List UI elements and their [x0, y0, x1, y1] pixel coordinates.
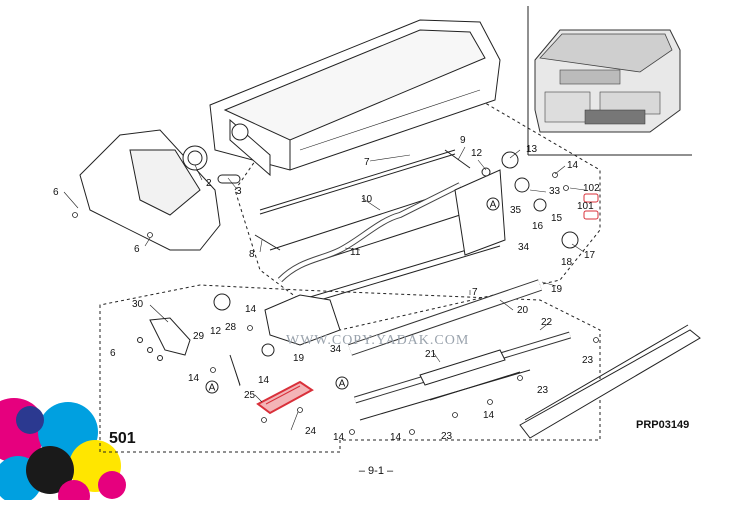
callout-9: 9 [460, 135, 466, 146]
rollers-and-shafts [254, 149, 572, 421]
callout-7: 7 [364, 157, 370, 168]
callout-35: 35 [510, 205, 522, 216]
callout-19: 19 [551, 284, 563, 295]
badge-a-3 [335, 376, 349, 390]
reference-badges: A A A [205, 197, 500, 394]
callout-16: 16 [532, 221, 544, 232]
callout-18: 18 [561, 257, 573, 268]
callout-23: 23 [441, 431, 453, 442]
callout-14: 14 [390, 432, 402, 443]
badge-a-3-label: A [339, 379, 346, 390]
callout-34: 34 [518, 242, 530, 253]
callout-3: 3 [236, 186, 242, 197]
page-number: – 9-1 – [359, 465, 394, 477]
guide-rail [519, 324, 701, 439]
callout-23: 23 [537, 385, 549, 396]
callout-8: 8 [249, 249, 255, 260]
highlighted-part-25 [256, 380, 314, 415]
section-number: 501 [109, 430, 136, 447]
copier-inset-view [527, 6, 692, 156]
watermark: WWW.COPY.YADAK.COM [286, 333, 469, 348]
figure-code: PRP03149 [636, 419, 689, 431]
callout-14: 14 [333, 432, 345, 443]
callout-23: 23 [582, 355, 594, 366]
callout-24: 24 [305, 426, 317, 437]
callout-14: 14 [567, 160, 579, 171]
callout-34: 34 [330, 344, 342, 355]
callout-29: 29 [193, 331, 205, 342]
callout-28: 28 [225, 322, 237, 333]
callout-13: 13 [526, 144, 538, 155]
callout-11: 11 [350, 247, 361, 258]
callout-22: 22 [541, 317, 553, 328]
part-callouts: 6 2 3 6 7 9 12 13 14 10 33 102 101 35 15… [53, 135, 600, 443]
brand-logo [0, 398, 126, 505]
callout-6: 6 [134, 244, 140, 255]
screws [72, 172, 599, 435]
callout-6: 6 [110, 348, 116, 359]
callout-15: 15 [551, 213, 563, 224]
callout-14: 14 [258, 375, 270, 386]
badge-a-2-label: A [209, 383, 216, 394]
callout-21: 21 [425, 349, 437, 360]
leader-lines [63, 146, 586, 431]
callout-14: 14 [245, 304, 257, 315]
callout-14: 14 [483, 410, 495, 421]
new-part-markers [583, 193, 599, 220]
left-side-cover [79, 129, 241, 251]
right-frame [454, 151, 579, 256]
badge-a-2 [205, 380, 219, 394]
callout-2: 2 [206, 178, 212, 189]
callout-10: 10 [361, 194, 373, 205]
callout-14: 14 [188, 373, 200, 384]
callout-102: 102 [583, 183, 600, 194]
callout-25: 25 [244, 390, 256, 401]
callout-19: 19 [293, 353, 305, 364]
badge-a-1 [486, 197, 500, 211]
callout-12: 12 [471, 148, 483, 159]
callout-7: 7 [472, 287, 478, 298]
callout-12: 12 [210, 326, 222, 337]
top-cover [209, 19, 501, 177]
callout-17: 17 [584, 250, 596, 261]
callout-20: 20 [517, 305, 529, 316]
callout-30: 30 [132, 299, 144, 310]
callout-33: 33 [549, 186, 561, 197]
badge-a-1-label: A [490, 200, 497, 211]
callout-6: 6 [53, 187, 59, 198]
callout-101: 101 [577, 201, 594, 212]
